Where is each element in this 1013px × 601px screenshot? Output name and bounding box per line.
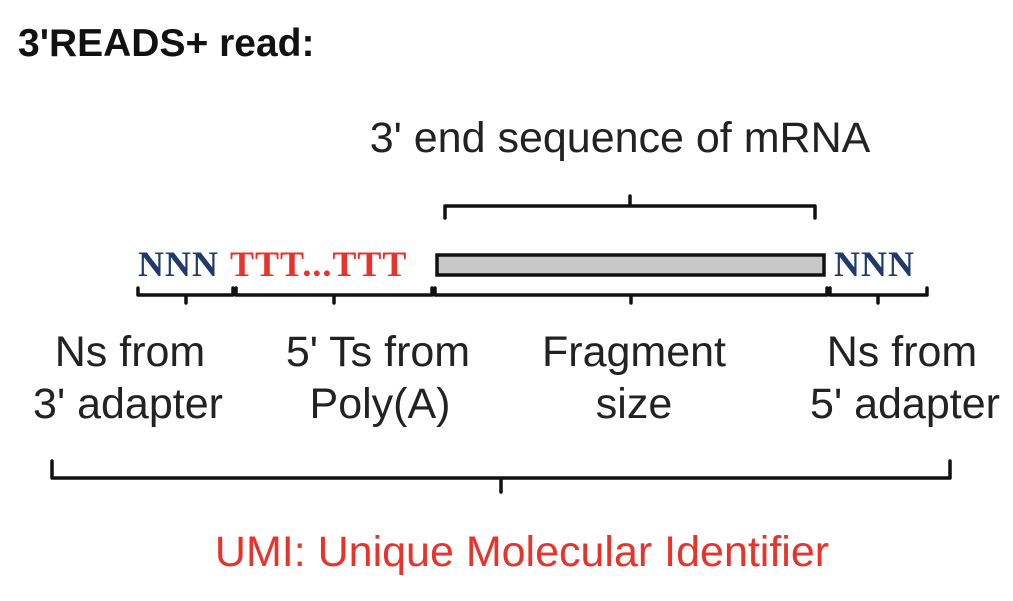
fragment-bracket — [433, 286, 829, 305]
right-n-bases: NNN — [834, 244, 915, 284]
mrna-3-end-label: 3' end sequence of mRNA — [370, 114, 871, 162]
diagram-title: 3'READS+ read: — [18, 22, 314, 65]
mrna-3-end-bracket — [443, 194, 817, 220]
poly-t-bases: TTT...TTT — [230, 244, 407, 284]
fragment-bar — [435, 253, 826, 277]
segment-label-fragment-line1: Fragment — [542, 328, 726, 376]
segment-label-3-adapter-line2: 3' adapter — [33, 380, 223, 428]
segment-label-5-adapter-line1: Ns from — [827, 328, 978, 376]
segment-label-3-adapter-line1: Ns from — [55, 328, 206, 376]
segment-label-poly-a-line2: Poly(A) — [310, 380, 451, 428]
left-n-bracket — [136, 286, 235, 305]
poly-t-bracket — [234, 286, 434, 305]
segment-label-5-adapter-line2: 5' adapter — [810, 380, 1000, 428]
right-n-bracket — [828, 286, 929, 305]
left-n-bases: NNN — [138, 244, 219, 284]
umi-label: UMI: Unique Molecular Identifier — [215, 528, 829, 576]
umi-bracket — [50, 459, 952, 494]
segment-label-poly-a-line1: 5' Ts from — [286, 328, 470, 376]
segment-label-fragment-line2: size — [596, 380, 672, 428]
